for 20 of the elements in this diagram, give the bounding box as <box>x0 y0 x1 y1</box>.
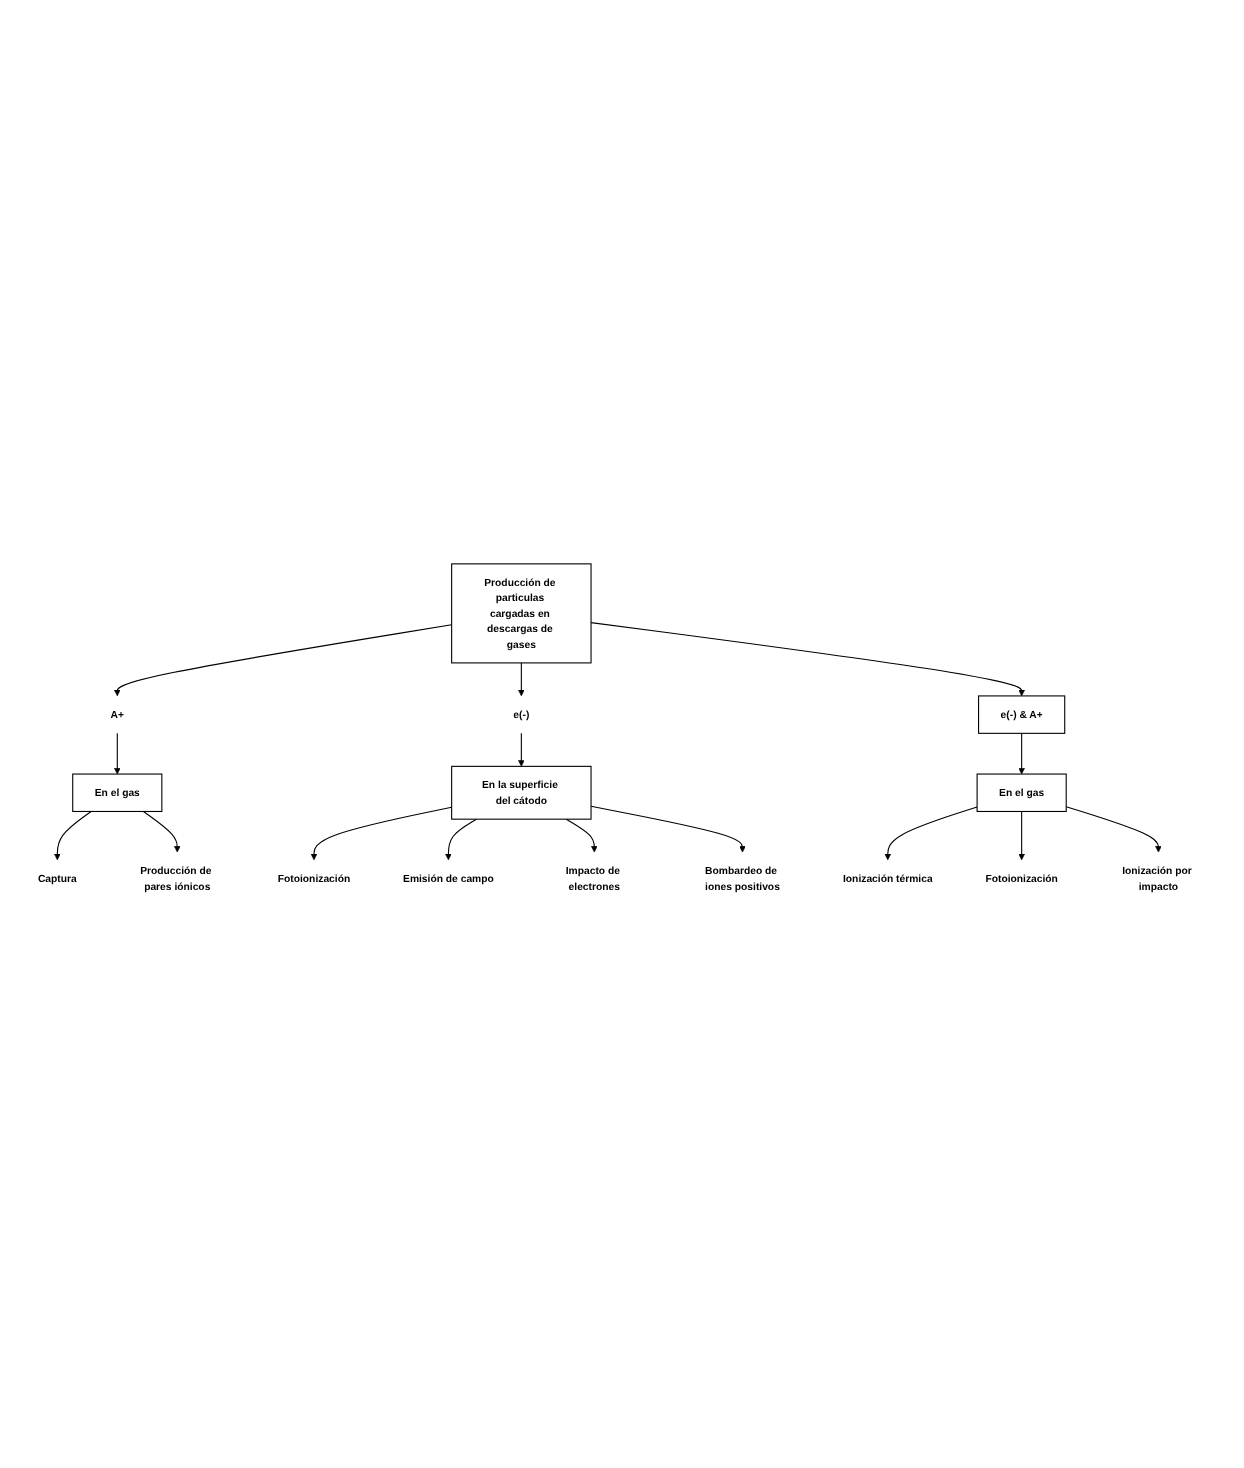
node-box <box>451 562 592 663</box>
arrow <box>445 818 477 860</box>
node-box <box>978 694 1066 734</box>
arrow <box>54 810 92 860</box>
arrow <box>1018 810 1025 860</box>
arrow <box>1065 805 1162 853</box>
arrow <box>142 810 181 853</box>
arrow <box>518 661 525 696</box>
arrow <box>565 818 598 853</box>
arrow <box>1018 732 1025 774</box>
node-box <box>976 773 1067 812</box>
arrow <box>884 806 978 860</box>
node-box <box>72 773 163 812</box>
arrow <box>114 732 121 774</box>
arrow <box>518 732 525 767</box>
arrow <box>590 805 746 853</box>
arrow <box>310 806 453 860</box>
node-box <box>451 765 592 820</box>
arrow <box>114 623 453 696</box>
arrow <box>590 621 1025 696</box>
